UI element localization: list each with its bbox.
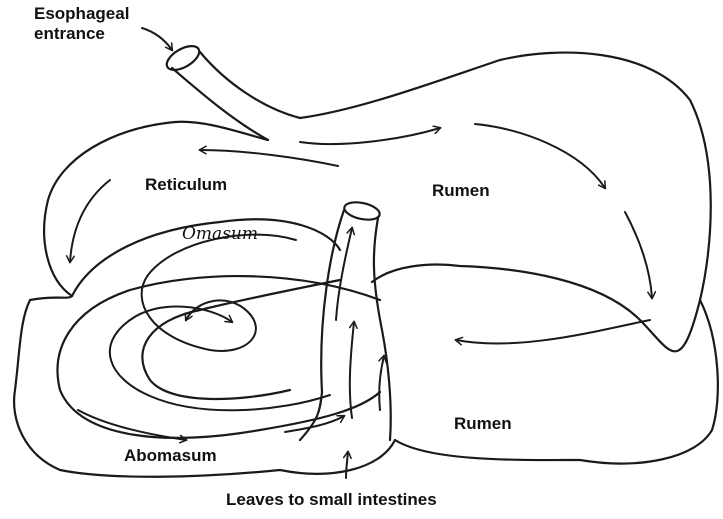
arrow-exit xyxy=(346,452,348,478)
stomach-outer-outline xyxy=(14,53,718,477)
label-omasum: Omasum xyxy=(182,224,258,244)
label-esophageal-line2: entrance xyxy=(34,24,129,44)
label-rumen-lower: Rumen xyxy=(454,414,512,434)
arrow-rumen-to-reticulum xyxy=(200,150,338,166)
esophagus-tube xyxy=(163,41,300,140)
arrow-rumen-return xyxy=(456,320,650,343)
arrow-reticulum-down xyxy=(70,180,110,262)
arrow-duodenum-up-2 xyxy=(350,322,354,418)
arrow-duodenum-up-3 xyxy=(379,356,384,410)
label-reticulum: Reticulum xyxy=(145,175,227,195)
abomasum-fold-inner xyxy=(142,280,340,399)
label-rumen-upper: Rumen xyxy=(432,181,490,201)
duodenum-tube xyxy=(300,199,391,440)
rumen-lower-fold xyxy=(372,265,700,352)
label-exit: Leaves to small intestines xyxy=(226,490,437,510)
arrow-esophagus-to-rumen xyxy=(142,28,172,50)
arrow-duodenum-up-1 xyxy=(336,228,352,320)
label-esophageal-line1: Esophageal xyxy=(34,4,129,24)
label-abomasum: Abomasum xyxy=(124,446,217,466)
arrow-into-rumen xyxy=(300,128,440,144)
arrow-rumen-top xyxy=(475,124,605,188)
arrow-rumen-right xyxy=(625,212,652,298)
label-esophageal-entrance: Esophageal entrance xyxy=(34,4,129,43)
